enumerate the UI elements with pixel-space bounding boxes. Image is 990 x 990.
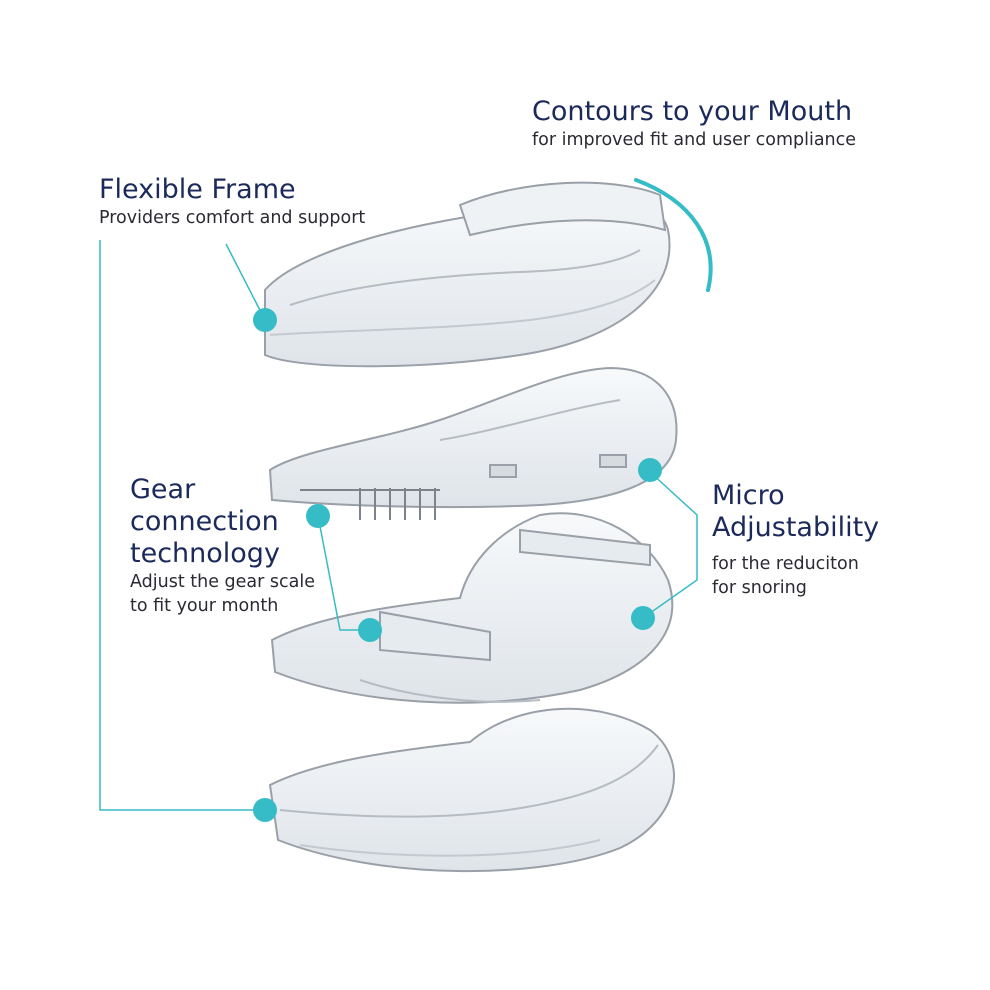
bottom-tray xyxy=(268,707,675,873)
micro-title-line: Adjustability xyxy=(712,512,880,543)
gear-dot-upper xyxy=(306,504,330,528)
gear-subtitle-line: to fit your month xyxy=(130,596,279,616)
micro-subtitle-line: for snoring xyxy=(712,578,807,598)
contours-callout: Contours to your Mouth for improved fit … xyxy=(532,96,856,152)
upper-gear-plate xyxy=(268,366,678,520)
flexible-frame-dot xyxy=(253,308,277,332)
micro-subtitle-line: for the reduciton xyxy=(712,554,859,574)
micro-dot-lower xyxy=(631,606,655,630)
flexible-frame-callout: Flexible Frame Providers comfort and sup… xyxy=(99,174,365,230)
flexible-frame-title: Flexible Frame xyxy=(99,174,296,205)
top-tray xyxy=(264,181,671,368)
micro-dot-upper xyxy=(638,458,662,482)
gear-title-line: Gear xyxy=(130,474,196,505)
micro-callout: Micro Adjustability for the reduciton fo… xyxy=(712,480,879,600)
gear-subtitle-line: Adjust the gear scale xyxy=(130,572,315,592)
flexible-frame-subtitle: Providers comfort and support xyxy=(99,208,366,228)
lower-gear-plate xyxy=(270,512,674,704)
gear-dot-lower xyxy=(358,618,382,642)
gear-title-line: connection xyxy=(130,506,279,537)
gear-callout: Gear connection technology Adjust the ge… xyxy=(130,474,315,618)
micro-title-line: Micro xyxy=(712,480,785,511)
contours-arc xyxy=(634,178,713,292)
gear-title-line: technology xyxy=(130,538,280,569)
contours-title: Contours to your Mouth xyxy=(532,96,853,127)
contours-subtitle: for improved fit and user compliance xyxy=(532,130,857,150)
bottom-frame-dot xyxy=(253,798,277,822)
